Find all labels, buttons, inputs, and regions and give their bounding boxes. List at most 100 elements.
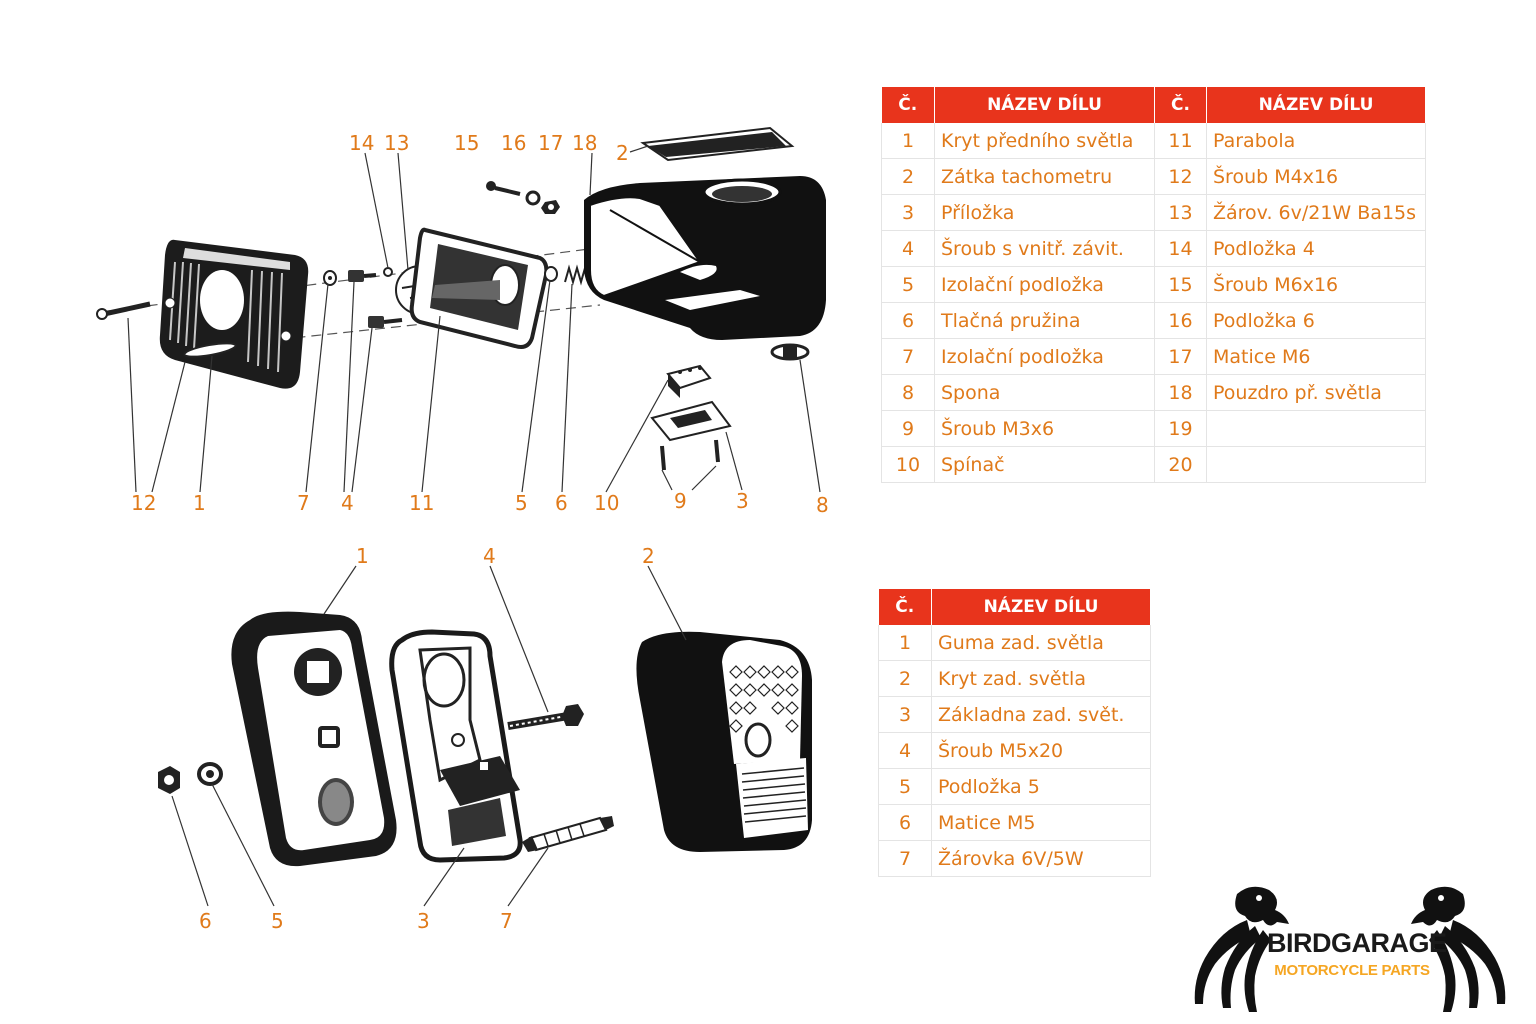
birdgarage-logo: BIRDGARAGE MOTORCYCLE PARTS xyxy=(1185,880,1515,1020)
clip-8-part xyxy=(770,343,810,361)
part-name: Guma zad. světla xyxy=(931,625,1151,661)
part-name: Šroub s vnitř. závit. xyxy=(934,230,1155,267)
front-cover-part xyxy=(159,239,309,389)
part-number: 9 xyxy=(881,410,935,447)
rear-callouts: 1 4 2 6 5 3 7 xyxy=(199,544,655,933)
part-name: Parabola xyxy=(1206,123,1426,159)
callout-label: 13 xyxy=(384,131,409,155)
part-number: 11 xyxy=(1154,123,1207,159)
part-number: 6 xyxy=(881,302,935,339)
part-name: Podložka 4 xyxy=(1206,230,1426,267)
callout-label: 4 xyxy=(483,544,496,568)
table-row: 6 Matice M5 xyxy=(878,804,1151,841)
part-name: Šroub M4x16 xyxy=(1206,158,1426,195)
front-callouts: 14 13 15 16 17 18 2 12 1 7 4 11 5 6 10 9… xyxy=(131,131,829,517)
part-name: Šroub M5x20 xyxy=(931,732,1151,769)
callout-label: 15 xyxy=(454,131,479,155)
screw-12-part xyxy=(96,301,151,320)
callout-label: 3 xyxy=(736,489,749,513)
headlight-housing-part xyxy=(584,176,826,340)
table-row: 4 Šroub M5x20 xyxy=(878,732,1151,769)
part-name: Izolační podložka xyxy=(934,266,1155,303)
front-leader-lines xyxy=(127,145,821,493)
col-header-num: Č. xyxy=(1154,87,1207,123)
part-name: Příložka xyxy=(934,194,1155,231)
bolt-washer-nut-parts xyxy=(486,181,560,214)
part-number: 2 xyxy=(878,660,932,697)
part-number: 12 xyxy=(1154,158,1207,195)
table-row: 5 Izolační podložka 15 Šroub M6x16 xyxy=(881,266,1426,303)
part-number: 5 xyxy=(878,768,932,805)
front-parts-table: Č. NÁZEV DÍLU Č. NÁZEV DÍLU 1 Kryt předn… xyxy=(881,87,1426,483)
table-header-row: Č. NÁZEV DÍLU xyxy=(878,589,1151,625)
callout-label: 5 xyxy=(515,491,528,515)
callout-label: 2 xyxy=(616,141,629,165)
spring-washer-parts xyxy=(544,264,590,286)
table-row: 1 Kryt předního světla 11 Parabola xyxy=(881,123,1426,159)
speedo-plug-part xyxy=(640,126,795,162)
part-number: 17 xyxy=(1154,338,1207,375)
screw-4-parts xyxy=(348,267,403,328)
part-number: 13 xyxy=(1154,194,1207,231)
part-number: 4 xyxy=(881,230,935,267)
callout-label: 9 xyxy=(674,489,687,513)
part-number: 14 xyxy=(1154,230,1207,267)
front-light-diagram: 14 13 15 16 17 18 2 12 1 7 4 11 5 6 10 9… xyxy=(96,126,829,517)
part-name: Podložka 6 xyxy=(1206,302,1426,339)
part-name: Žárov. 6v/21W Ba15s xyxy=(1206,194,1426,231)
callout-label: 2 xyxy=(642,544,655,568)
part-number: 3 xyxy=(881,194,935,231)
washer-5-part xyxy=(197,762,223,786)
part-name: Izolační podložka xyxy=(934,338,1155,375)
table-row: 2 Zátka tachometru 12 Šroub M4x16 xyxy=(881,158,1426,195)
callout-label: 3 xyxy=(417,909,430,933)
callout-label: 18 xyxy=(572,131,597,155)
part-name: Zátka tachometru xyxy=(934,158,1155,195)
col-header-name: NÁZEV DÍLU xyxy=(1206,87,1426,123)
part-name: Kryt zad. světla xyxy=(931,660,1151,697)
callout-label: 6 xyxy=(555,491,568,515)
table-row: 1 Guma zad. světla xyxy=(878,625,1151,661)
part-name: Matice M6 xyxy=(1206,338,1426,375)
part-number: 1 xyxy=(878,625,932,661)
callout-label: 10 xyxy=(594,491,619,515)
col-header-name: NÁZEV DÍLU xyxy=(931,589,1151,625)
part-number: 4 xyxy=(878,732,932,769)
part-number: 10 xyxy=(881,446,935,483)
part-name: Šroub M6x16 xyxy=(1206,266,1426,303)
part-number: 16 xyxy=(1154,302,1207,339)
rear-light-diagram: 1 4 2 6 5 3 7 xyxy=(158,544,812,933)
callout-label: 17 xyxy=(538,131,563,155)
part-number: 7 xyxy=(878,840,932,877)
part-name: Spona xyxy=(934,374,1155,411)
reflector-part xyxy=(409,227,549,349)
part-name: Podložka 5 xyxy=(931,768,1151,805)
logo-tagline: MOTORCYCLE PARTS xyxy=(1274,962,1430,979)
callout-label: 7 xyxy=(297,491,310,515)
callout-label: 8 xyxy=(816,493,829,517)
part-number: 18 xyxy=(1154,374,1207,411)
callout-label: 6 xyxy=(199,909,212,933)
callout-label: 1 xyxy=(193,491,206,515)
nut-6-part xyxy=(158,766,180,794)
part-number: 3 xyxy=(878,696,932,733)
table-row: 8 Spona 18 Pouzdro př. světla xyxy=(881,374,1426,411)
col-header-num: Č. xyxy=(881,87,935,123)
col-header-name: NÁZEV DÍLU xyxy=(934,87,1155,123)
part-number: 1 xyxy=(881,123,935,159)
part-name xyxy=(1206,410,1426,447)
callout-label: 7 xyxy=(500,909,513,933)
callout-label: 14 xyxy=(349,131,374,155)
callout-label: 12 xyxy=(131,491,156,515)
part-name: Spínač xyxy=(934,446,1155,483)
callout-label: 5 xyxy=(271,909,284,933)
table-row: 9 Šroub M3x6 19 xyxy=(881,410,1426,447)
eagle-wings-icon xyxy=(1194,886,1506,1012)
callout-label: 1 xyxy=(356,544,369,568)
festoon-bulb-part xyxy=(522,816,614,852)
callout-label: 4 xyxy=(341,491,354,515)
table-row: 7 Žárovka 6V/5W xyxy=(878,840,1151,877)
part-number: 6 xyxy=(878,804,932,841)
rear-cover-part xyxy=(636,631,812,852)
part-name xyxy=(1206,446,1426,483)
